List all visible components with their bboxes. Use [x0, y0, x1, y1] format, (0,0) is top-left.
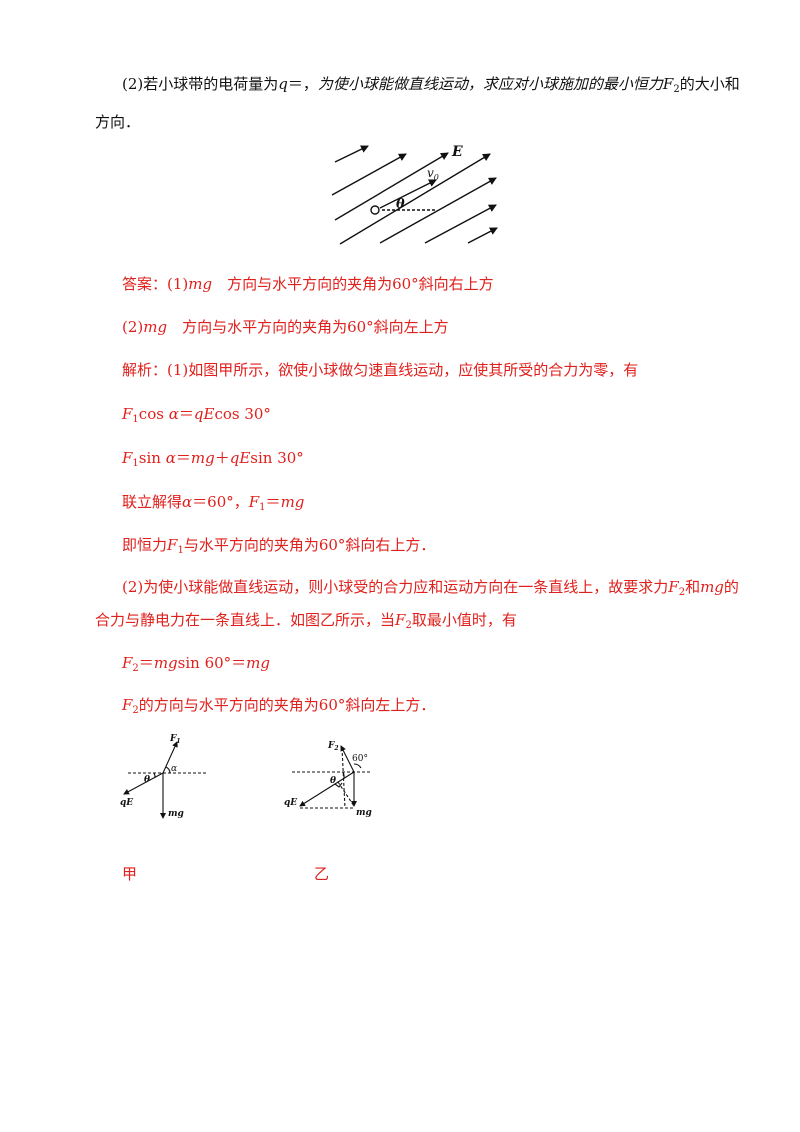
force-qE	[299, 771, 355, 807]
field-line	[467, 227, 498, 244]
label-v0: v0	[427, 166, 439, 182]
analysis-p1: 解析：(1)如图甲所示，欲使小球做匀速直线运动，应使其所受的合力为零，有	[122, 361, 639, 379]
equation-1: F1cos α＝qEcos 30°	[122, 405, 271, 425]
field-line	[339, 153, 491, 245]
label-mg: mg	[168, 809, 184, 819]
angle-alpha-arc	[165, 766, 171, 774]
analysis-p4: (2)为使小球能做直线运动，则小球受的合力应和运动方向在一条直线上，故要求力F2…	[122, 578, 739, 598]
velocity-arrow	[379, 179, 437, 209]
analysis-p5: 合力与静电力在一条直线上．如图乙所示，当F2取最小值时，有	[95, 611, 517, 631]
force-diagram-jia: F1 α θ qE mg	[120, 734, 206, 819]
question-text: (2)若小球带的电荷量为	[122, 75, 279, 93]
analysis-p2: 联立解得α＝60°，F1＝mg	[122, 493, 305, 513]
field-line	[334, 145, 369, 163]
label-theta: θ	[396, 197, 405, 212]
force-F1	[162, 741, 178, 774]
field-line	[334, 152, 449, 221]
equation-2: F1sin α＝mg＋qEsin 30°	[122, 449, 304, 469]
label-60: 60°	[352, 754, 368, 764]
dashed-resultant	[341, 747, 346, 809]
question-var-q: q	[278, 75, 288, 93]
answer-1: 答案：(1)mg 方向与水平方向的夹角为60°斜向右上方	[122, 275, 494, 293]
label-mg: mg	[356, 808, 372, 818]
question-var-F: F	[662, 75, 674, 93]
analysis-p6: F2的方向与水平方向的夹角为60°斜向左上方．	[122, 696, 436, 716]
force-diagram-yi: F2 60° θ qE mg	[284, 741, 372, 818]
analysis-p3: 即恒力F1与水平方向的夹角为60°斜向右上方．	[122, 536, 436, 556]
question-sub: 2	[673, 84, 680, 95]
question-text-italic: 为使小球能做直线运动，求应对小球施加的最小恒力	[317, 75, 663, 93]
label-qE: qE	[120, 798, 133, 808]
field-line	[379, 177, 497, 244]
question-line-2: 方向．	[95, 113, 141, 131]
angle-60-arc	[353, 763, 362, 769]
label-qE: qE	[284, 798, 297, 808]
field-line	[331, 153, 407, 196]
label-F2: F2	[327, 741, 339, 752]
force-qE	[123, 772, 164, 795]
question-text: 的大小和	[679, 75, 740, 93]
label-theta: θ	[144, 775, 150, 785]
caption-jia: 甲	[122, 865, 138, 883]
force-F2	[340, 745, 355, 773]
angle-theta-arc	[153, 772, 156, 779]
electric-field-figure: E v0 θ	[331, 144, 498, 245]
equation-3: F2＝mgsin 60°＝mg	[122, 654, 270, 674]
angle-theta-arc	[342, 771, 345, 779]
ball	[370, 205, 380, 215]
caption-yi: 乙	[314, 865, 330, 883]
question-line-1: (2)若小球带的电荷量为q＝，为使小球能做直线运动，求应对小球施加的最小恒力F2…	[122, 74, 740, 95]
label-F1: F1	[169, 734, 181, 745]
label-theta: θ	[330, 776, 336, 786]
label-alpha: α	[171, 764, 177, 774]
answer-2: (2)mg 方向与水平方向的夹角为60°斜向左上方	[122, 318, 449, 336]
question-text: ＝，	[287, 75, 318, 93]
right-angle-mark	[334, 782, 343, 788]
field-line	[424, 204, 497, 244]
label-E: E	[451, 144, 463, 160]
